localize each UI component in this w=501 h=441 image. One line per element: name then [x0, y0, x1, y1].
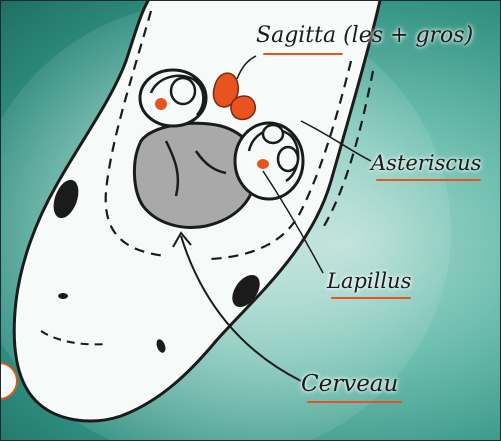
nostril-dot-left	[58, 293, 68, 299]
label-lapillus: Lapillus	[327, 269, 411, 293]
underline-cerveau	[307, 401, 402, 403]
label-cerveau: Cerveau	[301, 371, 398, 397]
underline-asteriscus	[376, 179, 481, 181]
label-asteriscus: Asteriscus	[371, 151, 481, 175]
underline-sagitta	[263, 53, 343, 55]
underline-lapillus	[331, 297, 411, 299]
right-otolith-group	[235, 123, 303, 199]
edge-circle	[1, 363, 17, 399]
left-otolith-group	[140, 70, 206, 126]
label-sagitta: Sagitta (les + gros)	[256, 23, 473, 48]
